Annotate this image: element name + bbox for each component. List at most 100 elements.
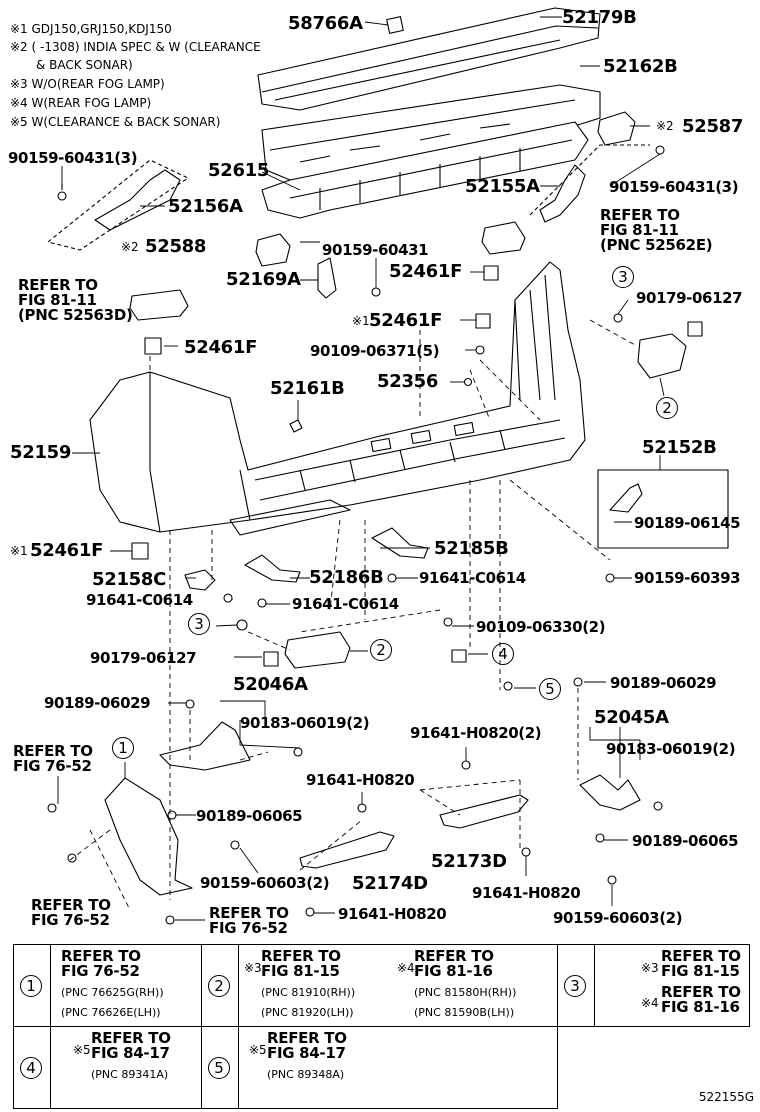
legend-2-pnc-rh-b: (PNC 81580H(RH)) xyxy=(414,986,517,999)
mark-52587: ※2 xyxy=(656,119,674,133)
callout-3-b[interactable]: 3 xyxy=(188,613,210,635)
callout-2-a[interactable]: 2 xyxy=(656,397,678,419)
part-52186b[interactable]: 52186B xyxy=(309,567,384,588)
legend-2-mark-b: ※4 xyxy=(397,961,415,975)
legend-3-mark-a: ※3 xyxy=(641,961,659,975)
part-52461f-c[interactable]: 52461F xyxy=(184,337,258,358)
rail-52179b xyxy=(257,7,601,111)
part-91641-h0820-b[interactable]: 91641-H0820 xyxy=(472,884,581,902)
part-91641-c0614-b[interactable]: 91641-C0614 xyxy=(86,591,193,609)
bracket-52046a xyxy=(159,721,251,771)
reinforcement-52162b xyxy=(261,84,601,181)
part-52356[interactable]: 52356 xyxy=(377,371,439,392)
legend-2-ref-b[interactable]: REFER TO FIG 81-16 xyxy=(414,947,494,980)
legend-circle-4: 4 xyxy=(20,1057,42,1079)
legend-cell-5-num: 5 xyxy=(201,1026,239,1109)
bracket-52156a xyxy=(47,159,189,251)
bumper-cover-52159 xyxy=(89,261,586,536)
diagram-code: 522155G xyxy=(698,1090,754,1104)
legend-3-ref-a[interactable]: REFER TO FIG 81-15 xyxy=(661,947,741,980)
part-90183-06019-2a[interactable]: 90183-06019(2) xyxy=(240,714,370,732)
part-52587[interactable]: 52587 xyxy=(682,116,744,137)
note-2-cont: & BACK SONAR) xyxy=(36,58,133,72)
bracket-52186b xyxy=(244,554,301,583)
part-52185b[interactable]: 52185B xyxy=(434,538,509,559)
part-90159-60431-3b[interactable]: 90159-60431(3) xyxy=(609,178,739,196)
legend-circle-5: 5 xyxy=(208,1057,230,1079)
part-52156a[interactable]: 52156A xyxy=(168,196,243,217)
legend-2-pnc-lh-a: (PNC 81920(LH)) xyxy=(261,1006,354,1019)
note-5: ※5 W(CLEARANCE & BACK SONAR) xyxy=(10,115,221,129)
part-90159-60603-2b[interactable]: 90159-60603(2) xyxy=(553,909,683,927)
ref-fig-76-52-b[interactable]: REFER TO FIG 76-52 xyxy=(31,896,111,929)
part-90189-06065-a[interactable]: 90189-06065 xyxy=(196,807,303,825)
part-90159-60393[interactable]: 90159-60393 xyxy=(634,569,741,587)
part-52461f-d[interactable]: 52461F xyxy=(30,540,104,561)
part-90159-60431[interactable]: 90159-60431 xyxy=(322,241,429,259)
callout-4[interactable]: 4 xyxy=(492,643,514,665)
part-91641-c0614-a[interactable]: 91641-C0614 xyxy=(419,569,526,587)
part-90189-06065-b[interactable]: 90189-06065 xyxy=(632,832,739,850)
legend-4-ref[interactable]: REFER TO FIG 84-17 xyxy=(91,1029,171,1062)
legend-cell-1: REFER TO FIG 76-52 (PNC 76625G(RH)) (PNC… xyxy=(50,944,202,1027)
callout-5[interactable]: 5 xyxy=(539,678,561,700)
leader-lines xyxy=(57,16,665,921)
part-91641-h0820-2[interactable]: 91641-H0820(2) xyxy=(410,724,542,742)
part-52169a[interactable]: 52169A xyxy=(226,269,301,290)
legend-5-pnc: (PNC 89348A) xyxy=(267,1068,345,1081)
ref-fig-81-11-lh[interactable]: REFER TO FIG 81-11 (PNC 52563D) xyxy=(18,276,133,324)
part-90159-60603-2a[interactable]: 90159-60603(2) xyxy=(200,874,330,892)
part-90109-06330-2[interactable]: 90109-06330(2) xyxy=(476,618,606,636)
callout-2-b[interactable]: 2 xyxy=(370,639,392,661)
bracket-52174d xyxy=(299,831,395,869)
legend-5-ref[interactable]: REFER TO FIG 84-17 xyxy=(267,1029,347,1062)
part-58766a[interactable]: 58766A xyxy=(288,13,363,34)
bracket-52185b xyxy=(371,527,429,559)
ref-fig-81-11-rh[interactable]: REFER TO FIG 81-11 (PNC 52562E) xyxy=(600,206,713,254)
note-4: ※4 W(REAR FOG LAMP) xyxy=(10,96,152,110)
legend-4-mark: ※5 xyxy=(73,1043,91,1057)
part-90179-06127-a[interactable]: 90179-06127 xyxy=(636,289,743,307)
callout-3-a[interactable]: 3 xyxy=(612,266,634,288)
part-52615[interactable]: 52615 xyxy=(208,160,270,181)
part-90183-06019-2b[interactable]: 90183-06019(2) xyxy=(606,740,736,758)
callout-1[interactable]: 1 xyxy=(112,737,134,759)
part-52045a[interactable]: 52045A xyxy=(594,707,669,728)
box-52152b xyxy=(597,469,729,549)
legend-2-ref-a[interactable]: REFER TO FIG 81-15 xyxy=(261,947,341,980)
part-52152b[interactable]: 52152B xyxy=(642,437,717,458)
part-52155a[interactable]: 52155A xyxy=(465,176,540,197)
part-91641-h0820-c[interactable]: 91641-H0820 xyxy=(338,905,447,923)
part-52461f-b[interactable]: 52461F xyxy=(369,310,443,331)
legend-4-pnc: (PNC 89341A) xyxy=(91,1068,169,1081)
part-90189-06029-a[interactable]: 90189-06029 xyxy=(44,694,151,712)
legend-3-ref-b[interactable]: REFER TO FIG 81-16 xyxy=(661,983,741,1016)
part-52588[interactable]: 52588 xyxy=(145,236,207,257)
legend-1-ref[interactable]: REFER TO FIG 76-52 xyxy=(61,947,141,980)
legend-cell-1-num: 1 xyxy=(13,944,51,1027)
part-52173d[interactable]: 52173D xyxy=(431,851,507,872)
legend-circle-2: 2 xyxy=(208,975,230,997)
mark-52461f-d: ※1 xyxy=(10,544,28,558)
ref-fig-76-52-c[interactable]: REFER TO FIG 76-52 xyxy=(209,904,289,937)
part-90189-06145[interactable]: 90189-06145 xyxy=(634,514,741,532)
part-52158c[interactable]: 52158C xyxy=(92,569,167,590)
ref-fig-76-52-a[interactable]: REFER TO FIG 76-52 xyxy=(13,742,93,775)
reference-legend: 1 REFER TO FIG 76-52 (PNC 76625G(RH)) (P… xyxy=(13,944,750,1109)
part-52046a[interactable]: 52046A xyxy=(233,674,308,695)
part-52159[interactable]: 52159 xyxy=(10,442,72,463)
part-90109-06371-5[interactable]: 90109-06371(5) xyxy=(310,342,440,360)
part-52161b[interactable]: 52161B xyxy=(270,378,345,399)
legend-cell-3: ※3 REFER TO FIG 81-15 ※4 REFER TO FIG 81… xyxy=(594,944,750,1027)
part-90179-06127-b[interactable]: 90179-06127 xyxy=(90,649,197,667)
legend-circle-3: 3 xyxy=(564,975,586,997)
part-91641-h0820-a[interactable]: 91641-H0820 xyxy=(306,771,415,789)
part-52461f-a[interactable]: 52461F xyxy=(389,261,463,282)
part-52162b[interactable]: 52162B xyxy=(603,56,678,77)
part-52179b[interactable]: 52179B xyxy=(562,7,637,28)
part-90159-60431-3a[interactable]: 90159-60431(3) xyxy=(8,149,138,167)
part-91641-c0614-c[interactable]: 91641-C0614 xyxy=(292,595,399,613)
part-52174d[interactable]: 52174D xyxy=(352,873,428,894)
part-90189-06029-b[interactable]: 90189-06029 xyxy=(610,674,717,692)
